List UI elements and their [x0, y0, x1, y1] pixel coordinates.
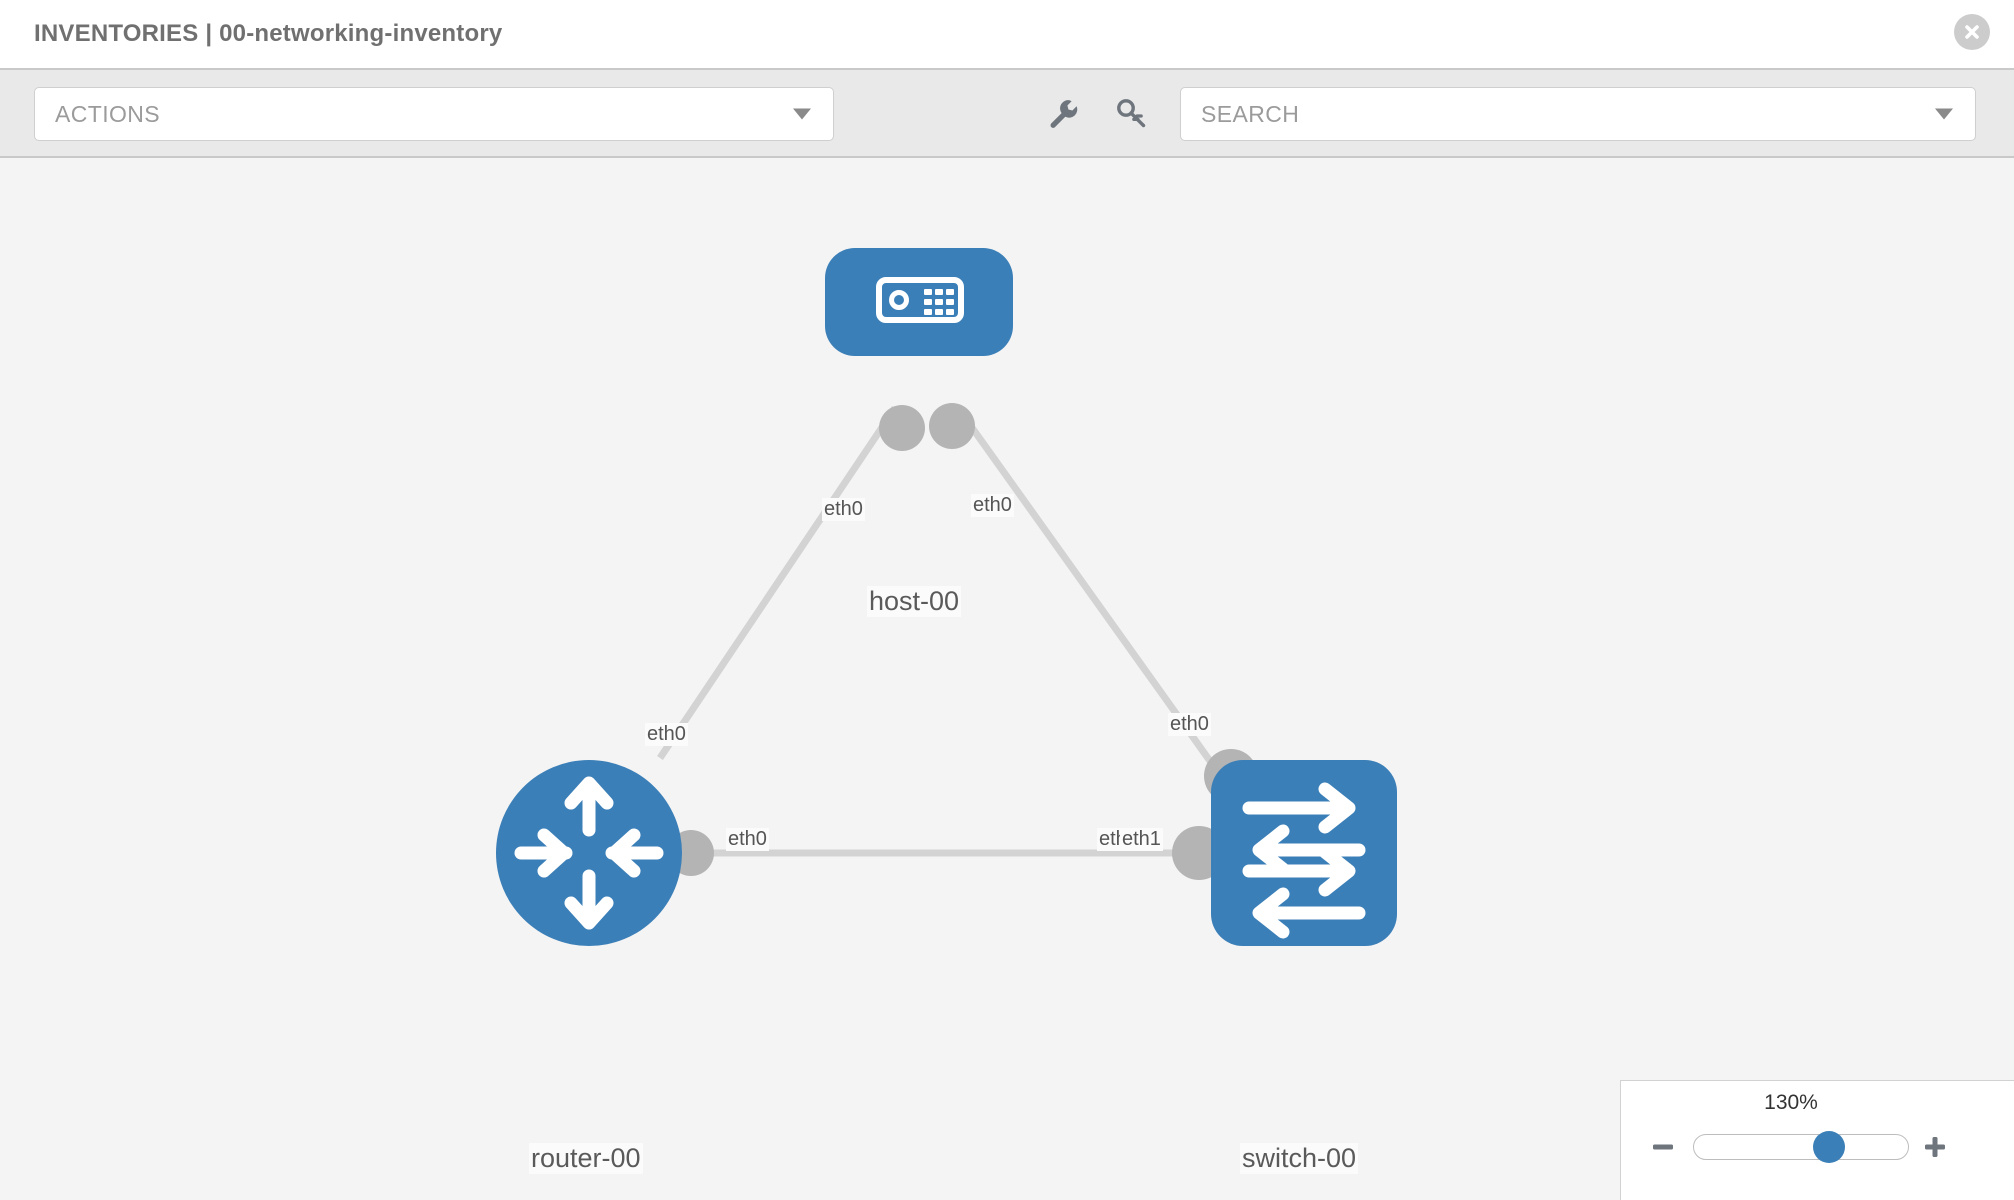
endpoint-host-eth0-right[interactable]	[929, 403, 975, 449]
node-host-00[interactable]	[825, 248, 1013, 356]
topology-canvas[interactable]: eth0 eth0 eth0 eth0 eth0 eth eth1 host-0…	[0, 158, 2014, 1200]
iface-label: eth0	[645, 723, 688, 746]
chevron-down-icon	[1935, 108, 1953, 120]
chevron-down-icon	[793, 108, 811, 120]
iface-label: eth0	[726, 828, 769, 851]
zoom-slider-thumb[interactable]	[1812, 1131, 1845, 1163]
iface-label: eth0	[822, 498, 865, 521]
search-input[interactable]: SEARCH	[1180, 87, 1976, 141]
plus-icon[interactable]	[1915, 1127, 1955, 1167]
minus-icon[interactable]	[1643, 1127, 1683, 1167]
link-host-switch[interactable]	[955, 405, 1218, 771]
zoom-control-panel: 130%	[1620, 1080, 2014, 1200]
iface-label: eth1	[1120, 828, 1163, 851]
page-title: INVENTORIES | 00-networking-inventory	[34, 20, 503, 47]
actions-dropdown-label: ACTIONS	[55, 100, 161, 127]
node-label-host: host-00	[867, 586, 962, 617]
zoom-level-value: 130%	[1764, 1091, 1818, 1114]
node-label-switch: switch-00	[1240, 1143, 1359, 1174]
node-label-router: router-00	[529, 1143, 643, 1174]
wrench-icon[interactable]	[1040, 90, 1086, 136]
link-host-router[interactable]	[657, 406, 898, 760]
topology-graph	[496, 248, 1397, 946]
zoom-slider[interactable]	[1693, 1131, 1909, 1163]
node-router-00[interactable]	[496, 760, 682, 946]
search-placeholder: SEARCH	[1201, 100, 1300, 127]
node-switch-00[interactable]	[1211, 760, 1397, 946]
close-icon[interactable]	[1954, 14, 1990, 50]
page-header: INVENTORIES | 00-networking-inventory	[0, 0, 2014, 68]
iface-label: eth0	[971, 494, 1014, 517]
key-icon[interactable]	[1108, 90, 1154, 136]
iface-label: eth0	[1168, 713, 1211, 736]
actions-dropdown[interactable]: ACTIONS	[34, 87, 834, 141]
toolbar: ACTIONS SEARCH	[0, 68, 2014, 158]
endpoint-host-eth0-left[interactable]	[879, 405, 925, 451]
zoom-slider-row	[1621, 1125, 2014, 1169]
